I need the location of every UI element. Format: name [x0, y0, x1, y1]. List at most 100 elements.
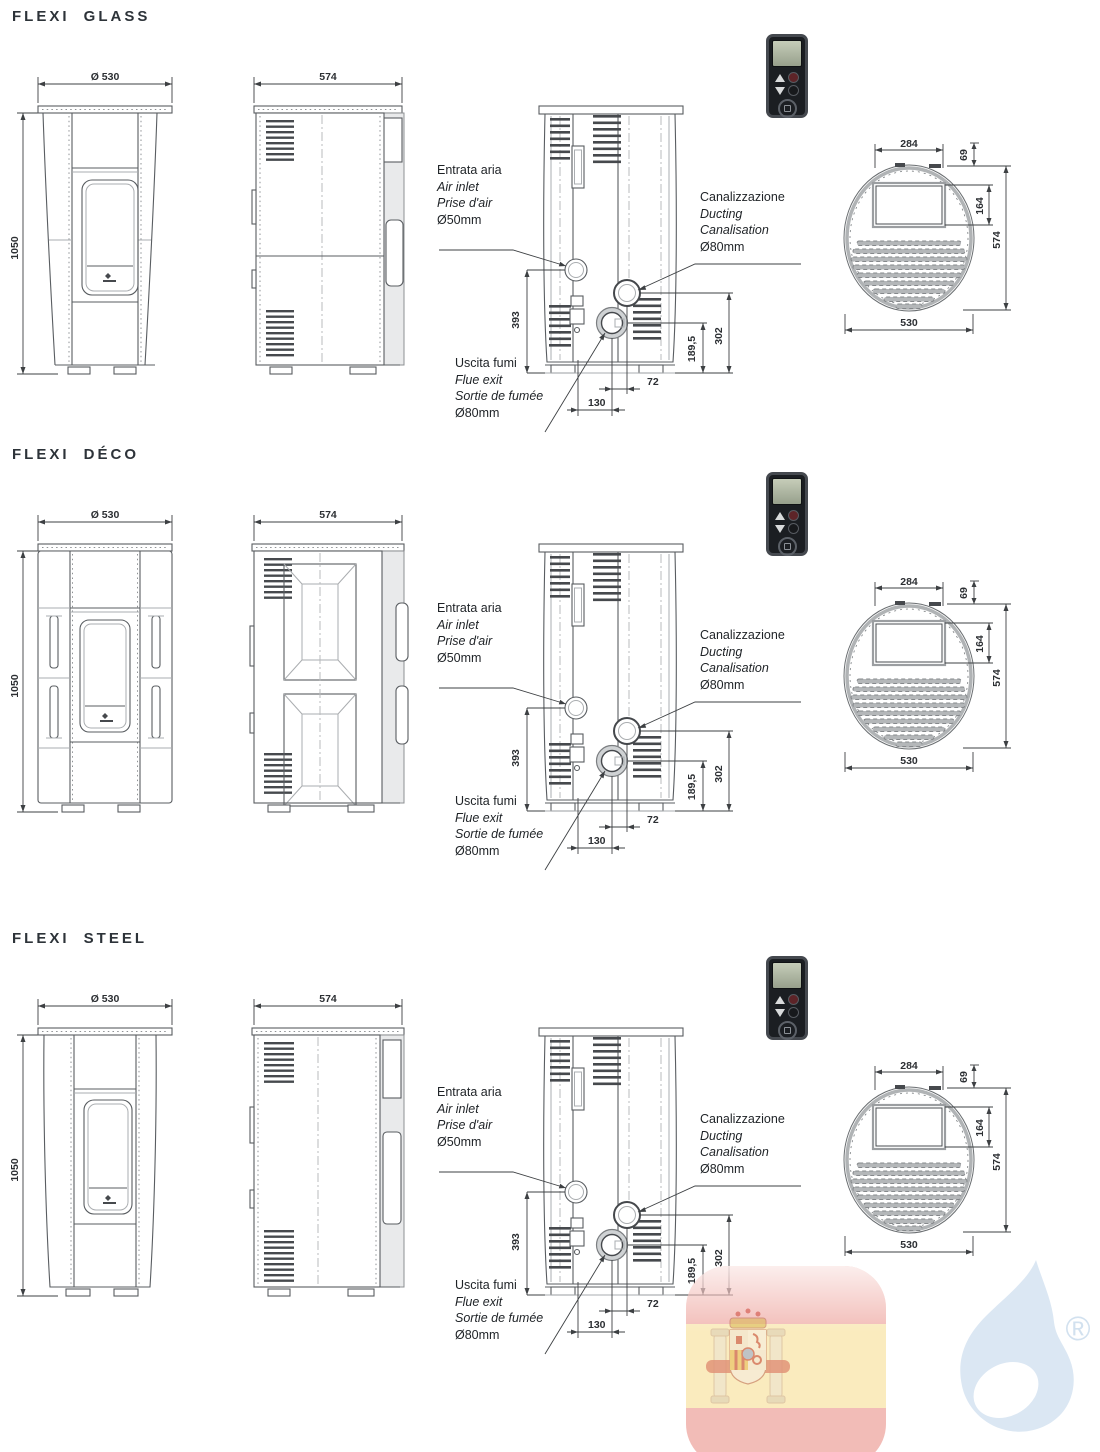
label-line: Uscita fumi: [455, 794, 517, 808]
front-height-dim: 1050: [9, 1158, 21, 1182]
flue-exit-label: Uscita fumi Flue exit Sortie de fumée Ø8…: [455, 793, 575, 860]
front-width-dim: Ø 530: [91, 993, 120, 1005]
remote-button-icon: [787, 994, 799, 1005]
side-depth-dim: 574: [319, 993, 337, 1005]
rear-air-height-dim: 393: [510, 1233, 522, 1251]
top-glass-depth-dim: 164: [974, 197, 986, 215]
label-line: Prise d'air: [437, 1118, 493, 1133]
label-line: Sortie de fumée: [455, 389, 544, 404]
top-front-offset-dim: 69: [958, 1071, 970, 1083]
rear-flue-offset-dim: 130: [588, 397, 606, 409]
front-view-drawing: Ø 530 1050: [9, 993, 173, 1297]
rear-flue-offset-dim: 130: [588, 835, 606, 847]
label-line: Air inlet: [437, 179, 479, 194]
top-glass-width-dim: 284: [900, 1060, 918, 1072]
label-line: Air inlet: [437, 1101, 479, 1116]
rear-air-height-dim: 393: [510, 311, 522, 329]
registered-trademark-symbol: ®: [1065, 1310, 1090, 1348]
top-glass-width-dim: 284: [900, 138, 918, 150]
remote-down-icon: [775, 86, 786, 95]
drop-logo-watermark: ®: [960, 1260, 1091, 1432]
top-glass-depth-dim: 164: [974, 635, 986, 653]
top-width-dim: 530: [900, 1239, 918, 1251]
section-flexi-steel: FLEXI STEEL Ø 530 1050 574: [0, 922, 1100, 1452]
section-title: FLEXI GLASS: [12, 8, 151, 25]
front-height-dim: 1050: [9, 674, 21, 698]
top-view-drawing: 284 69 164 574 530: [843, 576, 1011, 772]
label-line: Canalisation: [700, 661, 769, 676]
coat-of-arms: [706, 1308, 790, 1404]
remote-power-icon: [777, 537, 797, 556]
top-width-dim: 530: [900, 317, 918, 329]
front-height-dim: 1050: [9, 236, 21, 260]
top-front-offset-dim: 69: [958, 587, 970, 599]
front-width-dim: Ø 530: [91, 509, 120, 521]
remote-display: [772, 478, 802, 505]
label-line: Ø80mm: [455, 405, 500, 420]
rear-duct-offset-dim: 72: [647, 1298, 659, 1310]
side-depth-dim: 574: [319, 71, 337, 83]
flue-exit-label: Uscita fumi Flue exit Sortie de fumée Ø8…: [455, 355, 575, 422]
label-line: Canalisation: [700, 1145, 769, 1160]
side-view-drawing: 574: [249, 993, 405, 1297]
spain-flag-watermark: [686, 1266, 886, 1452]
rear-duct-offset-dim: 72: [647, 376, 659, 388]
front-view-drawing: Ø 530 1050: [9, 71, 173, 375]
label-line: Air inlet: [437, 617, 479, 632]
rear-flue-height-dim: 189,5: [686, 336, 698, 362]
rear-duct-height-dim: 302: [713, 327, 725, 345]
rear-flue-offset-dim: 130: [588, 1319, 606, 1331]
label-line: Ø80mm: [700, 239, 745, 254]
front-width-dim: Ø 530: [91, 71, 120, 83]
label-line: Flue exit: [455, 1294, 503, 1309]
top-depth-dim: 574: [991, 231, 1003, 249]
remote-control-illustration: [766, 956, 808, 1040]
remote-button-icon: [787, 85, 799, 96]
rear-view-drawing: 393 302 189,5 72 130: [439, 105, 801, 433]
label-line: Flue exit: [455, 810, 503, 825]
air-inlet-label: Entrata aria Air inlet Prise d'air Ø50mm: [437, 162, 532, 229]
label-line: Ø50mm: [437, 1134, 482, 1149]
air-inlet-label: Entrata aria Air inlet Prise d'air Ø50mm: [437, 600, 532, 667]
remote-down-icon: [775, 1008, 786, 1017]
remote-control-illustration: [766, 472, 808, 556]
ducting-label: Canalizzazione Ducting Canalisation Ø80m…: [700, 627, 815, 694]
label-line: Ø80mm: [455, 1327, 500, 1342]
remote-button-icon: [787, 72, 799, 83]
section-flexi-glass: FLEXI GLASS Ø 530 1050 574: [0, 0, 1100, 438]
label-line: Prise d'air: [437, 196, 493, 211]
remote-down-icon: [775, 524, 786, 533]
label-line: Entrata aria: [437, 163, 502, 177]
ducting-label: Canalizzazione Ducting Canalisation Ø80m…: [700, 1111, 815, 1178]
label-line: Prise d'air: [437, 634, 493, 649]
label-line: Ø50mm: [437, 650, 482, 665]
remote-up-icon: [775, 511, 786, 520]
rear-duct-height-dim: 302: [713, 1249, 725, 1267]
remote-power-icon: [777, 99, 797, 118]
top-glass-width-dim: 284: [900, 576, 918, 588]
label-line: Canalizzazione: [700, 190, 785, 204]
label-line: Ducting: [700, 1128, 743, 1143]
section-flexi-deco: FLEXI DÉCO Ø 530 1050 574: [0, 438, 1100, 922]
label-line: Ø80mm: [700, 1161, 745, 1176]
remote-up-icon: [775, 73, 786, 82]
top-glass-depth-dim: 164: [974, 1119, 986, 1137]
remote-button-icon: [787, 510, 799, 521]
rear-view-drawing: 393 302 189,5 72 130: [439, 543, 801, 871]
remote-control-illustration: [766, 34, 808, 118]
label-line: Uscita fumi: [455, 356, 517, 370]
label-line: Uscita fumi: [455, 1278, 517, 1292]
top-depth-dim: 574: [991, 1153, 1003, 1171]
side-view-drawing: 574: [251, 71, 405, 375]
air-inlet-label: Entrata aria Air inlet Prise d'air Ø50mm: [437, 1084, 532, 1151]
label-line: Sortie de fumée: [455, 827, 544, 842]
label-line: Entrata aria: [437, 1085, 502, 1099]
label-line: Ducting: [700, 644, 743, 659]
remote-display: [772, 962, 802, 989]
top-width-dim: 530: [900, 755, 918, 767]
top-depth-dim: 574: [991, 669, 1003, 687]
label-line: Canalizzazione: [700, 1112, 785, 1126]
remote-up-icon: [775, 995, 786, 1004]
rear-air-height-dim: 393: [510, 749, 522, 767]
